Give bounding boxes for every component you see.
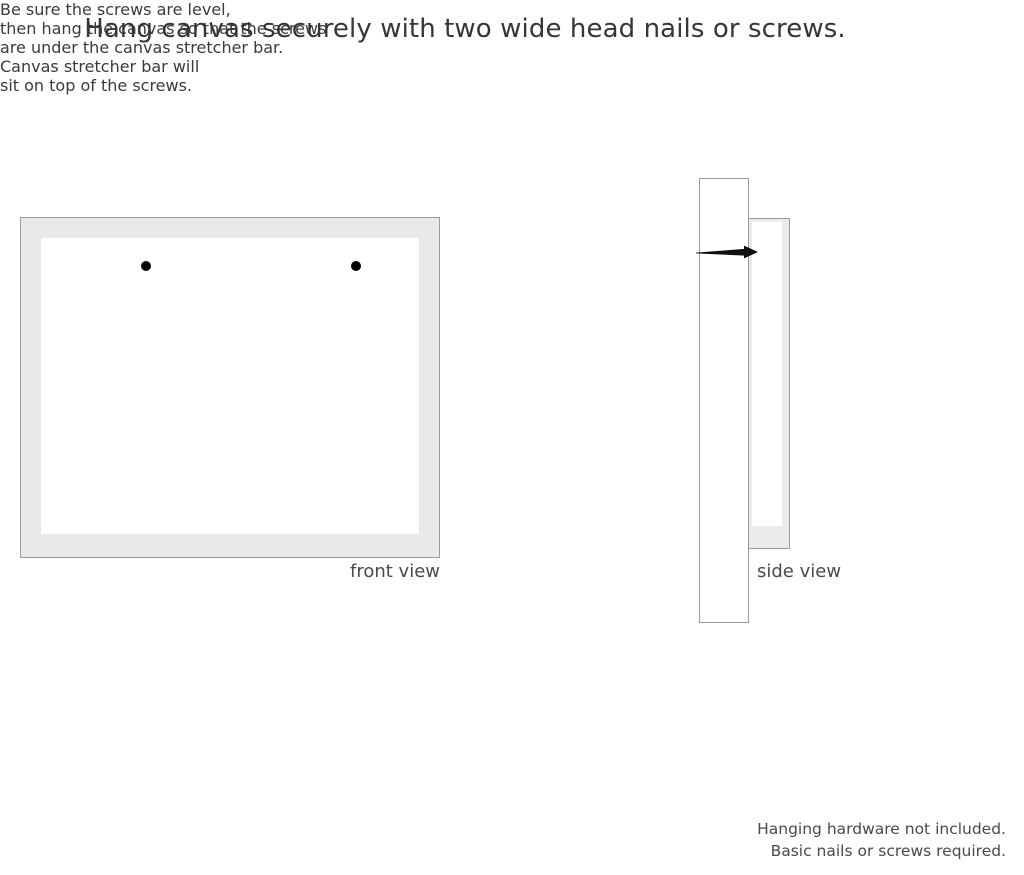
screw-head-left-icon	[141, 261, 151, 271]
footer-note: Hanging hardware not included. Basic nai…	[757, 818, 1006, 862]
footer-line-2: Basic nails or screws required.	[770, 842, 1006, 860]
side-caption-line-1: Canvas stretcher bar will	[0, 57, 200, 76]
page-title: Hang canvas securely with two wide head …	[84, 14, 846, 44]
canvas-frame-outline	[20, 217, 440, 558]
side-view-diagram	[690, 170, 810, 635]
side-view-label: side view	[757, 561, 842, 582]
front-caption-line-2: then hang the canvas so that the screws	[0, 19, 327, 38]
canvas-face	[41, 238, 419, 534]
side-view-caption: Canvas stretcher bar will sit on top of …	[0, 57, 260, 95]
nail-icon	[696, 245, 758, 259]
front-view-caption: Be sure the screws are level, then hang …	[0, 0, 420, 57]
front-caption-line-1: Be sure the screws are level,	[0, 0, 231, 19]
front-view-label: front view	[350, 561, 440, 582]
screw-head-right-icon	[351, 261, 361, 271]
stretcher-bar-inner-face	[752, 222, 782, 526]
front-caption-line-3: are under the canvas stretcher bar.	[0, 38, 284, 57]
footer-line-1: Hanging hardware not included.	[757, 820, 1006, 838]
front-view-diagram	[20, 217, 440, 558]
side-caption-line-2: sit on top of the screws.	[0, 76, 193, 95]
